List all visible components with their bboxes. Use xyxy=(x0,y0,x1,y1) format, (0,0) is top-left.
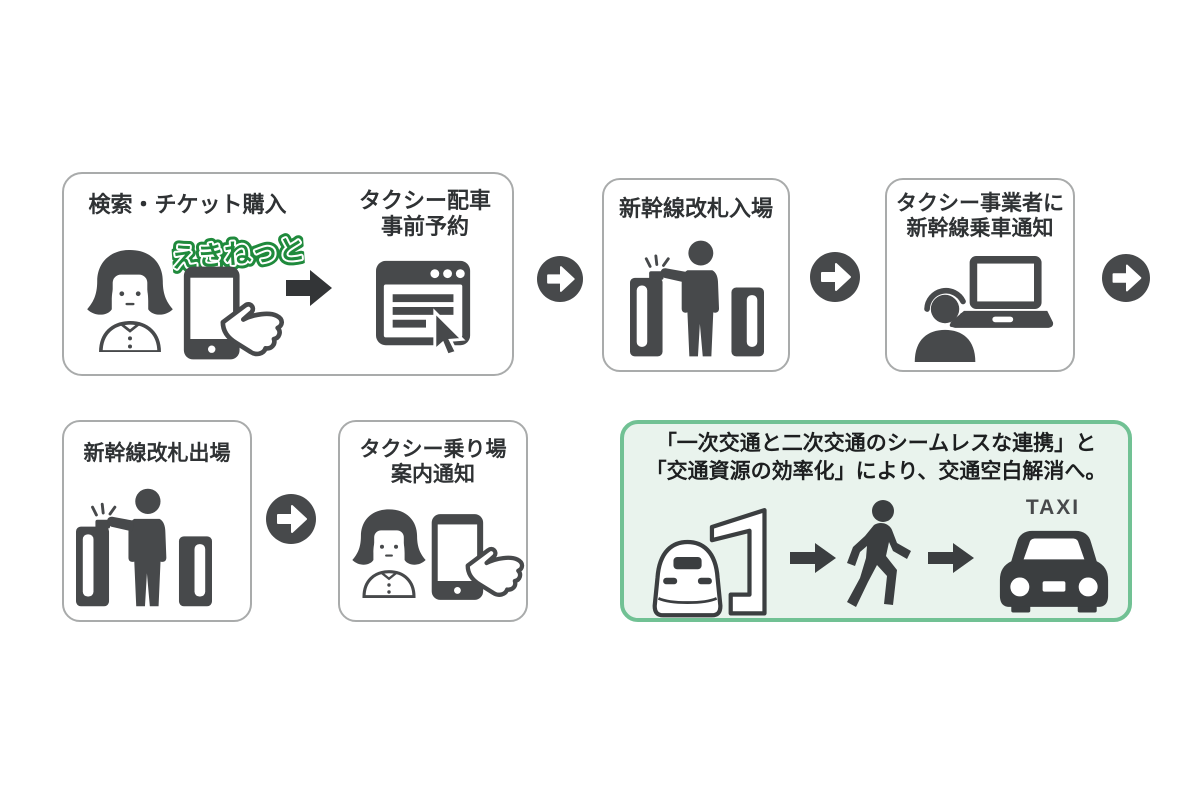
summary-text-line1: 「一次交通と二次交通のシームレスな連携」と xyxy=(655,432,1097,455)
woman-user-icon xyxy=(84,250,176,352)
block-arrow-icon-2 xyxy=(928,542,974,574)
shinkansen-platform-icon xyxy=(650,498,772,618)
step-title-gate-entry: 新幹線改札入場 xyxy=(618,196,773,221)
woman-user-icon-2 xyxy=(350,508,428,598)
block-arrow-icon-1 xyxy=(790,542,836,574)
arrow-right-icon xyxy=(286,268,332,308)
step-title-notify-operator-line2: 新幹線乗車通知 xyxy=(906,216,1054,240)
circle-arrow-icon-3 xyxy=(1102,254,1150,302)
summary-text: 「一次交通と二次交通のシームレスな連携」と 「交通資源の効率化」により、交通空白… xyxy=(630,430,1122,486)
step-title-taxi-stand-line2: 案内通知 xyxy=(391,462,475,486)
step-title-taxi-reserve-line1: タクシー配車 xyxy=(358,188,491,213)
summary-text-line2: 「交通資源の効率化」により、交通空白解消へ。 xyxy=(645,459,1107,483)
step-title-taxi-stand-guide: タクシー乗り場 案内通知 xyxy=(344,438,522,488)
circle-arrow-icon-2 xyxy=(810,252,860,302)
step-title-taxi-reserve: タクシー配車 事前予約 xyxy=(345,188,505,240)
circle-arrow-icon-1 xyxy=(537,256,583,302)
step-title-search-purchase: 検索・チケット購入 xyxy=(88,192,287,217)
step-title-notify-operator-line1: タクシー事業者に xyxy=(896,192,1064,215)
smartphone-tap-icon xyxy=(182,264,286,362)
smartphone-tap-icon-2 xyxy=(430,514,526,600)
circle-arrow-icon-4 xyxy=(266,494,316,544)
ticket-gate-icon xyxy=(630,238,764,358)
step-title-taxi-stand-line1: タクシー乗り場 xyxy=(359,438,507,461)
browser-reservation-icon xyxy=(376,258,476,356)
step-title-taxi-reserve-line2: 事前予約 xyxy=(380,213,469,239)
ticket-gate-icon-exit xyxy=(76,486,212,608)
taxi-sign-label: TAXI xyxy=(1025,496,1081,519)
step-title-notify-operator: タクシー事業者に 新幹線乗車通知 xyxy=(888,192,1072,242)
walking-person-icon xyxy=(844,500,916,612)
taxi-icon xyxy=(998,520,1110,614)
step-title-gate-exit: 新幹線改札出場 xyxy=(83,442,231,465)
operator-laptop-icon xyxy=(906,256,1056,362)
